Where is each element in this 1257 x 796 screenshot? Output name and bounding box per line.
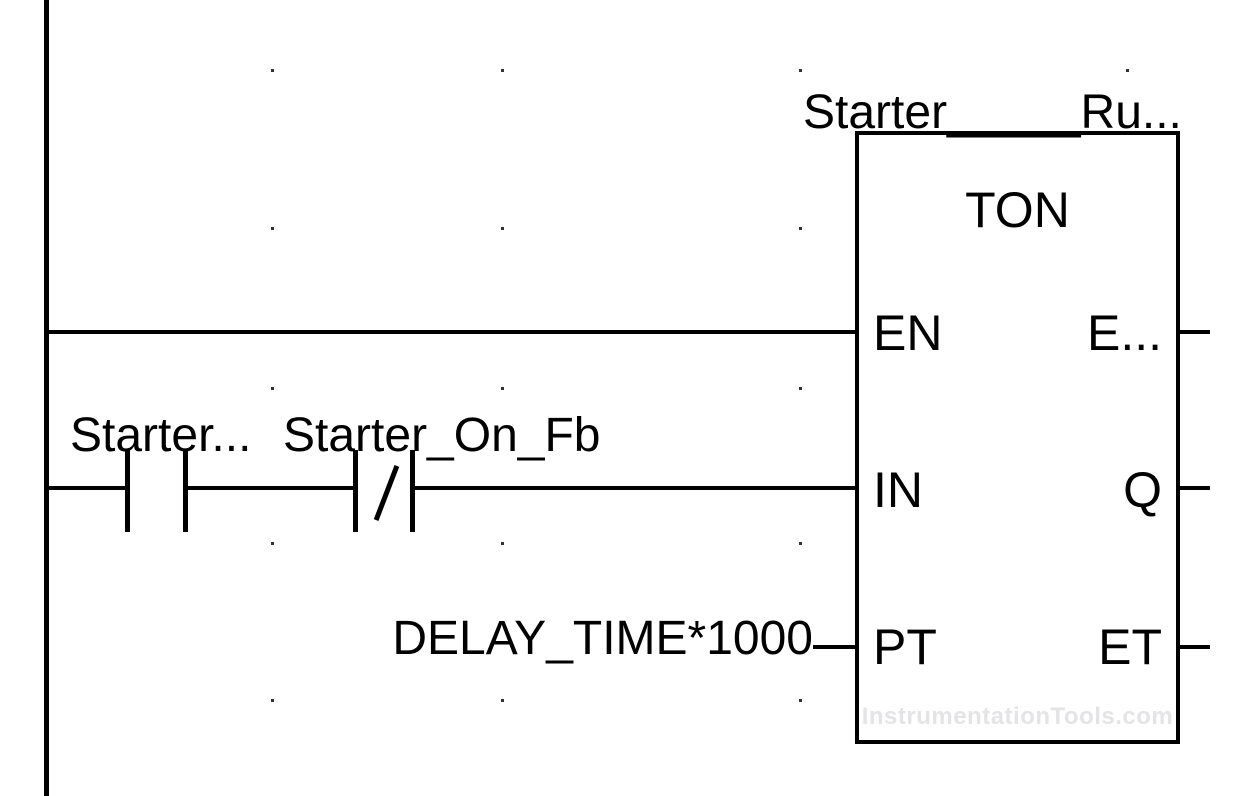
pinrow-pt-et: PT ET <box>859 622 1176 672</box>
pt-connector-wire <box>813 645 857 649</box>
contact-right-bar <box>410 450 415 532</box>
contact-left-bar <box>353 450 358 532</box>
contact-normally-open[interactable] <box>125 450 188 532</box>
pin-q-label: Q <box>1123 462 1162 518</box>
left-power-rail <box>44 0 49 796</box>
block-instance-name[interactable]: Starter_____Ru... <box>803 86 1182 139</box>
pin-en-label: EN <box>873 305 943 361</box>
watermark-text: InstrumentationTools.com <box>861 703 1174 730</box>
nc-slash-icon <box>373 465 400 521</box>
pinrow-en-eno: EN E... <box>859 308 1176 358</box>
pin-eno-label: E... <box>1086 305 1162 361</box>
et-output-stub <box>1179 645 1210 649</box>
contact-right-bar <box>183 450 188 532</box>
pin-pt-label: PT <box>873 619 937 675</box>
block-type-label: TON <box>965 182 1070 238</box>
contact-normally-closed[interactable] <box>353 450 415 532</box>
rung2-wire-seg2 <box>186 486 355 490</box>
contact2-operand-label[interactable]: Starter_On_Fb <box>283 409 601 462</box>
contact-left-bar <box>125 450 130 532</box>
pin-in-label: IN <box>873 462 923 518</box>
contact1-operand-label[interactable]: Starter... <box>70 409 252 462</box>
ton-function-block[interactable]: TON EN E... IN Q PT ET InstrumentationTo… <box>855 131 1180 744</box>
pinrow-in-q: IN Q <box>859 465 1176 515</box>
rung1-wire-to-en <box>47 330 855 334</box>
pin-et-label: ET <box>1098 619 1162 675</box>
rung2-wire-seg1 <box>47 486 127 490</box>
q-output-stub <box>1179 486 1210 490</box>
pt-operand-expression[interactable]: DELAY_TIME*1000 <box>392 612 813 665</box>
rung2-wire-seg3 <box>413 486 857 490</box>
eno-output-stub <box>1179 330 1210 334</box>
